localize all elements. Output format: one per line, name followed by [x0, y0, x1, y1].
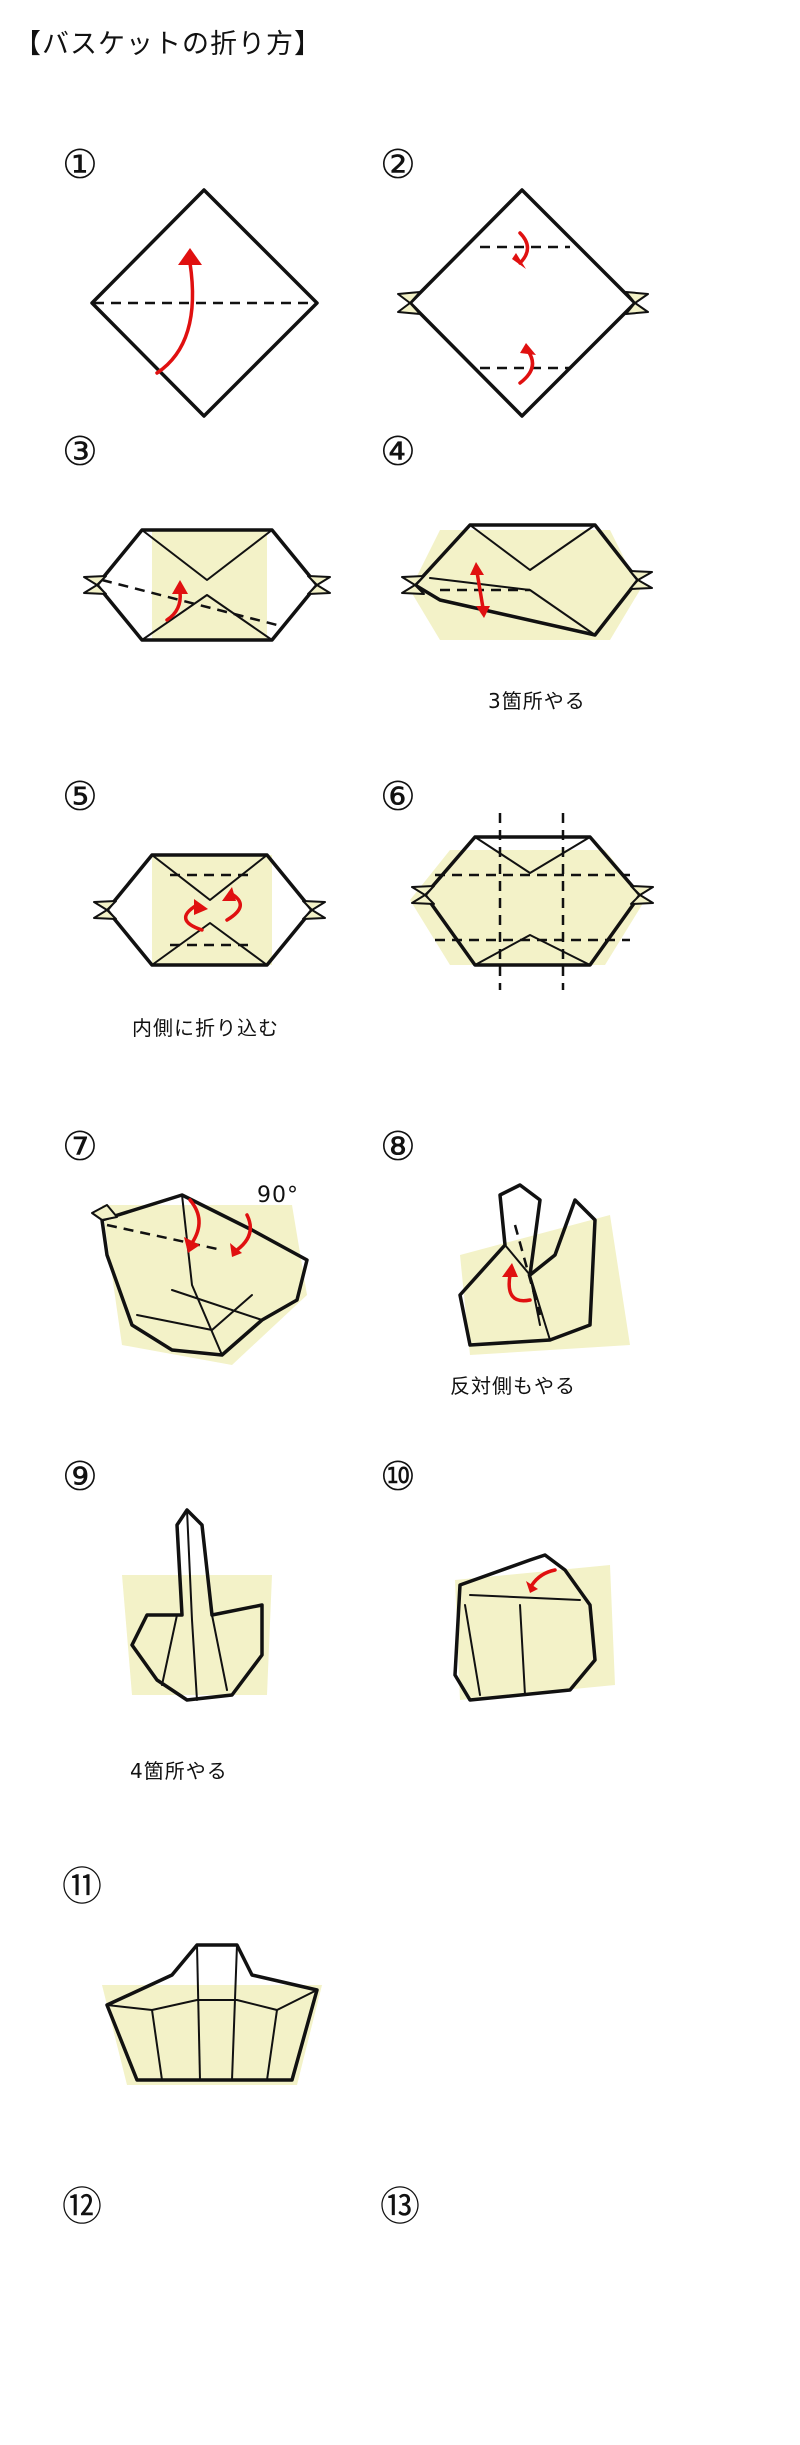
- step-5: ⑤ 内側に折り込む: [62, 774, 362, 1040]
- step-number: ⑥: [380, 774, 416, 820]
- step-number: ①: [62, 142, 98, 188]
- step-number: ⑦: [62, 1124, 98, 1170]
- step-8-diagram: [458, 1183, 630, 1355]
- step-caption: 3箇所やる: [488, 689, 586, 713]
- step-caption: 4箇所やる: [130, 1759, 228, 1783]
- step-number: ⑪: [62, 1864, 102, 1910]
- step-4: ④ 3箇所やる: [380, 429, 680, 713]
- step-4-diagram: [401, 523, 653, 640]
- step-number: ⑨: [62, 1454, 98, 1500]
- step-number: ⑧: [380, 1124, 416, 1170]
- angle-label: 90°: [257, 1183, 299, 1208]
- step-number: ④: [380, 429, 416, 475]
- step-number: ⑫: [62, 2184, 102, 2230]
- step-number: ③: [62, 429, 98, 475]
- step-11-diagram: [102, 1943, 322, 2085]
- step-number: ⑩: [380, 1454, 416, 1500]
- step-number: ⑬: [380, 2184, 420, 2230]
- step-11: ⑪: [62, 1865, 362, 2125]
- step-9-diagram: [122, 1508, 272, 1702]
- page-title: 【バスケットの折り方】: [14, 29, 322, 60]
- step-2: ②: [380, 142, 680, 418]
- step-6-diagram: [410, 813, 654, 990]
- step-8: ⑧ 反対側もやる: [380, 1124, 680, 1398]
- step-number: ②: [380, 142, 416, 188]
- step-1: ①: [62, 142, 362, 418]
- step-1-diagram: [90, 188, 319, 418]
- step-9: ⑨ 4箇所やる: [62, 1454, 362, 1783]
- step-7: ⑦ 90°: [62, 1125, 362, 1385]
- step-caption: 内側に折り込む: [132, 1016, 279, 1040]
- step-7-diagram: [91, 1193, 309, 1365]
- step-10-diagram: [453, 1553, 615, 1702]
- step-12: ⑫: [62, 2185, 362, 2445]
- step-6: ⑥: [380, 775, 680, 1035]
- step-10: ⑩: [380, 1455, 680, 1715]
- step-5-diagram: [93, 853, 326, 967]
- step-2-diagram: [397, 188, 649, 418]
- step-caption: 反対側もやる: [450, 1374, 576, 1398]
- step-3-diagram: [83, 528, 331, 642]
- step-number: ⑤: [62, 774, 98, 820]
- step-3: ③: [62, 430, 362, 690]
- step-13: ⑬: [380, 2185, 680, 2445]
